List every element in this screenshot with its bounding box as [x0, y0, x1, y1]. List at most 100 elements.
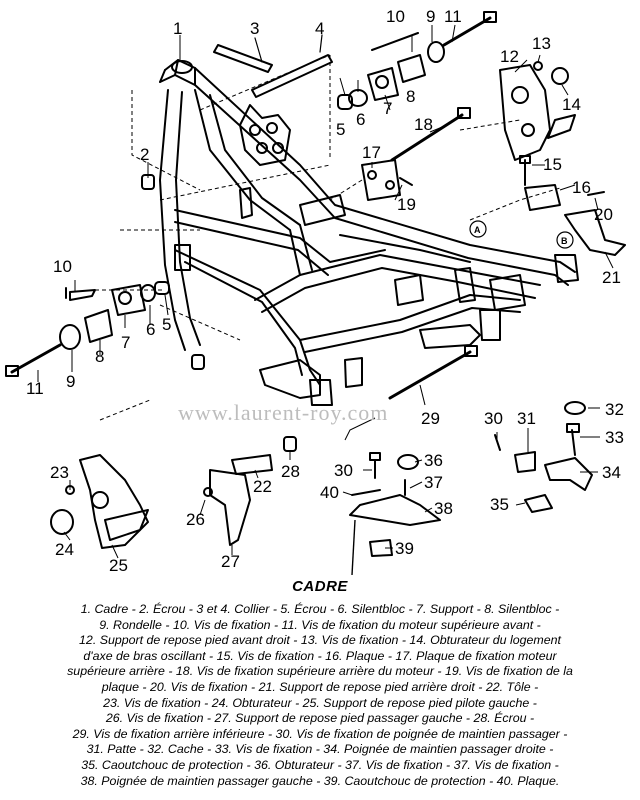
callout-9: 9 — [426, 7, 435, 26]
watermark: www.laurent-roy.com — [178, 400, 388, 425]
callout-31: 31 — [517, 409, 536, 428]
diagram-title: CADRE — [292, 578, 348, 595]
legend-line: 9. Rondelle - 10. Vis de fixation - 11. … — [99, 617, 541, 632]
callout-9-left: 9 — [66, 372, 75, 391]
plate-16 — [524, 184, 561, 211]
callout-8-left: 8 — [95, 347, 104, 366]
frame-cadre — [159, 59, 579, 406]
callout-8: 8 — [406, 87, 415, 106]
callout-40: 40 — [320, 483, 339, 502]
support-7-left — [111, 284, 146, 316]
legend-line: plaque - 20. Vis de fixation - 21. Suppo… — [101, 679, 539, 694]
plate-22 — [231, 454, 273, 475]
legend-line: 29. Vis de fixation arrière inférieure -… — [72, 726, 568, 741]
callout-20: 20 — [594, 205, 613, 224]
callout-30: 30 — [334, 461, 353, 480]
callout-10: 10 — [386, 7, 405, 26]
footrest-support-12 — [499, 64, 551, 161]
callout-2: 2 — [140, 145, 149, 164]
callout-11-left: 11 — [26, 379, 44, 398]
passenger-footrest-support-27 — [209, 469, 251, 546]
callout-21: 21 — [602, 268, 621, 287]
engine-plate-17 — [361, 159, 401, 201]
callout-36: 36 — [424, 451, 443, 470]
callout-22: 22 — [253, 477, 272, 496]
rubber-35 — [524, 494, 553, 513]
callout-32: 32 — [605, 400, 624, 419]
legend-line: 1. Cadre - 2. Écrou - 3 et 4. Collier - … — [80, 602, 560, 616]
washer-9-left — [59, 324, 81, 350]
collar-3 — [213, 44, 273, 73]
callout-14: 14 — [562, 95, 581, 114]
cap-24 — [50, 509, 74, 535]
bolt-11-left — [10, 343, 62, 374]
callout-1: 1 — [173, 19, 182, 38]
parts-legend: 1. Cadre - 2. Écrou - 3 et 4. Collier - … — [4, 602, 636, 789]
callout-6-left: 6 — [146, 320, 155, 339]
nut-5-left — [154, 281, 170, 295]
callout-10-left: 10 — [53, 257, 72, 276]
marker-a — [469, 220, 487, 238]
callout-7-left: 7 — [121, 333, 130, 352]
legend-line: 38. Poignée de maintien passager gauche … — [80, 773, 560, 788]
legend-line: 26. Vis de fixation - 27. Support de rep… — [105, 711, 535, 726]
callout-39: 39 — [395, 539, 414, 558]
washer-9 — [427, 41, 445, 63]
cap-14 — [551, 67, 569, 85]
rear-footrest-support-21 — [564, 209, 626, 256]
screw-33 — [571, 429, 576, 456]
tab-31 — [514, 451, 536, 473]
callout-25: 25 — [109, 556, 128, 575]
silentbloc-8-left — [84, 309, 113, 343]
nut-28 — [283, 436, 297, 452]
marker-b-label: B — [561, 236, 568, 246]
callout-12: 12 — [500, 47, 519, 66]
callout-24: 24 — [55, 540, 74, 559]
legend-line: 23. Vis de fixation - 24. Obturateur - 2… — [103, 695, 537, 710]
callout-38: 38 — [434, 499, 453, 518]
callout-5: 5 — [336, 120, 345, 139]
callout-6: 6 — [356, 110, 365, 129]
marker-b — [556, 231, 574, 249]
nut-2-lower — [191, 354, 205, 370]
callout-15: 15 — [543, 155, 562, 174]
callout-35: 35 — [490, 495, 509, 514]
legend-line: 35. Caoutchouc de protection - 36. Obtur… — [81, 757, 559, 772]
cover-32 — [564, 401, 586, 415]
pilot-footrest-support-25 — [79, 454, 149, 549]
callout-3: 3 — [250, 19, 259, 38]
bolt-11-head — [483, 11, 497, 23]
plug-36 — [397, 454, 419, 470]
screw-13 — [533, 61, 543, 71]
callout-30-right: 30 — [484, 409, 503, 428]
callout-19: 19 — [397, 195, 416, 214]
rubber-39 — [369, 539, 393, 557]
callout-5-left: 5 — [162, 315, 171, 334]
callout-4: 4 — [315, 19, 324, 38]
bolt-29 — [388, 350, 472, 400]
silentbloc-6-left — [140, 284, 156, 302]
bolt-10 — [371, 32, 419, 51]
callout-34: 34 — [602, 463, 621, 482]
support-7 — [367, 67, 399, 101]
callout-18: 18 — [414, 115, 433, 134]
screw-26 — [203, 487, 213, 497]
callout-23: 23 — [50, 463, 69, 482]
bolt-11 — [442, 16, 492, 47]
bolt-18 — [390, 113, 464, 162]
bolt-10-left — [69, 289, 96, 301]
callout-11: 11 — [444, 7, 462, 26]
callout-37: 37 — [424, 473, 443, 492]
screw-30-right — [494, 434, 501, 451]
callout-7: 7 — [383, 99, 392, 118]
callout-28: 28 — [281, 462, 300, 481]
legend-line: d'axe de bras oscillant - 15. Vis de fix… — [83, 648, 557, 663]
frame-exploded-diagram: A B www.laurent-roy.com 1 2 3 4 5 5 6 6 … — [5, 7, 626, 575]
callout-26: 26 — [186, 510, 205, 529]
callout-17: 17 — [362, 143, 381, 162]
callout-13: 13 — [532, 34, 551, 53]
callout-33: 33 — [605, 428, 624, 447]
screw-19 — [399, 177, 413, 186]
footrest-peg-12 — [547, 114, 576, 139]
plate-40 — [351, 489, 381, 496]
